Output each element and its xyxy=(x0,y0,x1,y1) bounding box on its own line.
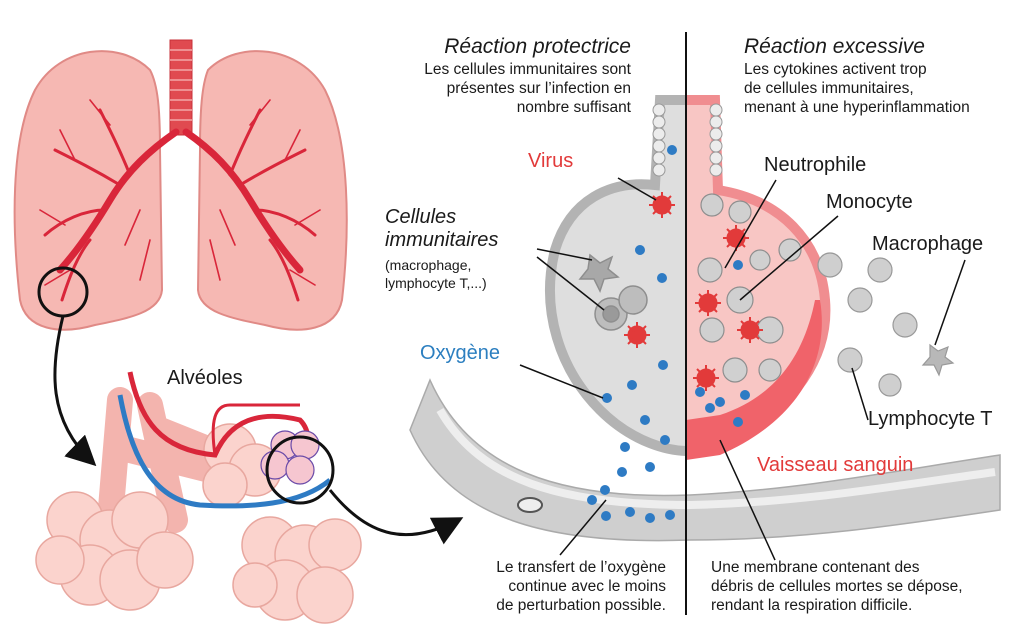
protective-desc: Les cellules immunitaires sont présentes… xyxy=(424,60,631,117)
zoomed-alveolus xyxy=(409,32,1001,615)
right-lung xyxy=(196,50,348,331)
monocyte-label: Monocyte xyxy=(826,191,913,213)
excessive-line-3: menant à une hyperinflammation xyxy=(744,99,970,116)
excessive-desc: Les cytokines activent trop de cellules … xyxy=(744,60,970,117)
left-lung xyxy=(13,50,164,331)
vaisseau-label: Vaisseau sanguin xyxy=(757,454,914,476)
protective-line-1: Les cellules immunitaires sont xyxy=(424,61,631,78)
right-caption-line-3: rendant la respiration difficile. xyxy=(711,597,913,614)
alveoles-label: Alvéoles xyxy=(167,367,243,389)
alveoli-illustration xyxy=(35,371,362,624)
protective-title: Réaction protectrice xyxy=(444,35,631,58)
immune-cells-label-line-2: immunitaires xyxy=(385,229,499,251)
oxygen-molecules xyxy=(587,145,750,523)
arrow-to-zoom xyxy=(328,489,464,545)
arrow-to-alveoli xyxy=(53,315,97,467)
alveoli-zoom-circle xyxy=(265,435,335,505)
tissue-cell-nucleus xyxy=(517,497,543,513)
excessive-line-1: Les cytokines activent trop xyxy=(744,61,927,78)
left-caption-line-2: continue avec le moins xyxy=(508,578,666,595)
extra-cells xyxy=(817,252,955,397)
excessive-line-2: de cellules immunitaires, xyxy=(744,80,914,97)
left-caption: Le transfert de l’oxygène continue avec … xyxy=(496,558,666,615)
right-caption-line-1: Une membrane contenant des xyxy=(711,559,920,576)
bronchi-tree xyxy=(39,99,321,302)
right-caption: Une membrane contenant des débris de cel… xyxy=(711,558,963,615)
alveoli-cluster-bottom xyxy=(232,516,362,624)
blue-vessel xyxy=(117,394,332,509)
immune-cells-example-2: lymphocyte T,...) xyxy=(385,275,487,291)
immune-cells-label-line-1: Cellules xyxy=(385,206,457,228)
immune-cells-label: Cellules immunitaires (macrophage, lymph… xyxy=(385,206,498,292)
immune-cells-left xyxy=(578,253,648,331)
immune-cells-right xyxy=(697,193,802,383)
right-caption-line-2: débris de cellules mortes se dépose, xyxy=(711,578,963,595)
left-caption-line-1: Le transfert de l’oxygène xyxy=(496,559,666,576)
bronchiole-beads xyxy=(652,103,723,177)
lungs-illustration xyxy=(13,39,348,331)
alveoli-cluster-left xyxy=(35,491,194,611)
immune-cells-example-1: (macrophage, xyxy=(385,257,472,273)
excessive-title: Réaction excessive xyxy=(744,35,925,58)
neutrophile-label: Neutrophile xyxy=(764,154,867,176)
protective-line-2: présentes sur l’infection en xyxy=(446,80,631,97)
macrophage-label: Macrophage xyxy=(872,233,984,255)
virus-label: Virus xyxy=(528,150,574,172)
leader-lines xyxy=(519,177,966,561)
left-caption-line-3: de perturbation possible. xyxy=(496,597,666,614)
trachea xyxy=(169,39,193,136)
oxygen-label: Oxygène xyxy=(420,342,501,364)
lymphocyte-t-label: Lymphocyte T xyxy=(868,408,993,430)
protective-line-3: nombre suffisant xyxy=(516,99,631,116)
tissue-band xyxy=(409,378,1001,542)
